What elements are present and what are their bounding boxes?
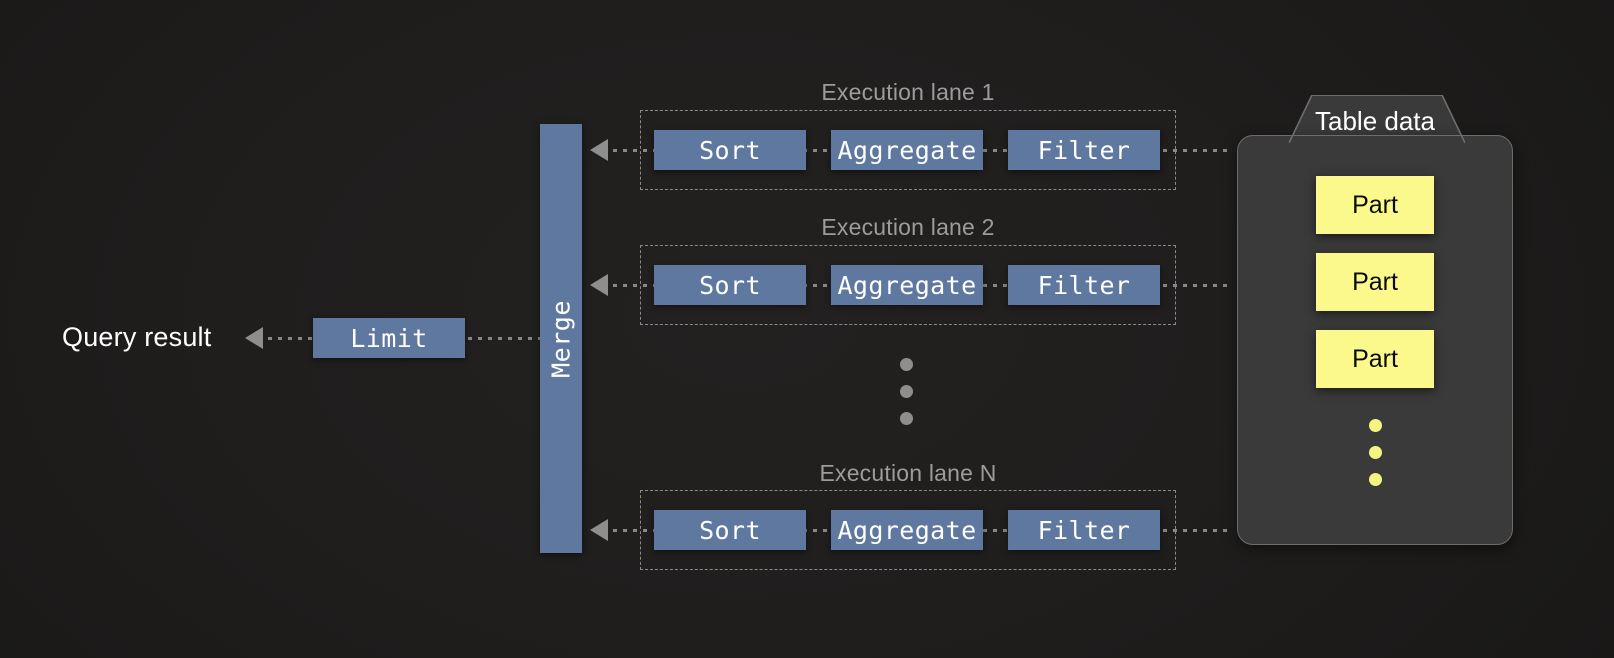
ellipsis-dot [900,385,913,398]
vertical-ellipsis-icon-parts [1369,419,1382,500]
operator-label: Aggregate [837,515,977,545]
operator-aggregate-lane-2[interactable]: Aggregate [831,265,983,305]
ellipsis-dot [900,358,913,371]
merge-bar[interactable]: Merge [540,124,582,553]
part-label: Part [1352,267,1398,296]
operator-label: Sort [699,515,761,545]
part-box-1[interactable]: Part [1316,176,1434,234]
lane-boundary-2 [640,245,1176,325]
lane-title-n: Execution lane N [819,460,997,486]
operator-label: Filter [1037,135,1131,165]
operator-filter-lane-2[interactable]: Filter [1008,265,1160,305]
arrow-left-icon-lane-n [590,519,608,541]
part-label: Part [1352,344,1398,373]
operator-filter-lane-n[interactable]: Filter [1008,510,1160,550]
part-box-2[interactable]: Part [1316,253,1434,311]
arrow-left-icon-lane-2 [590,274,608,296]
lane-boundary-n [640,490,1176,570]
operator-label: Sort [699,270,761,300]
lane-title-2: Execution lane 2 [821,214,995,240]
operator-sort-lane-n[interactable]: Sort [654,510,806,550]
operator-sort-lane-2[interactable]: Sort [654,265,806,305]
arrow-left-icon-lane-1 [590,139,608,161]
arrow-left-icon-query-result [245,327,263,349]
ellipsis-dot [1369,473,1382,486]
ellipsis-dot [1369,446,1382,459]
part-label: Part [1352,190,1398,219]
operator-limit-label: Limit [350,323,428,353]
merge-label: Merge [546,299,576,378]
table-data-title: Table data [1315,106,1435,136]
operator-label: Filter [1037,515,1131,545]
operator-sort-lane-1[interactable]: Sort [654,130,806,170]
part-box-3[interactable]: Part [1316,330,1434,388]
ellipsis-dot [1369,419,1382,432]
operator-aggregate-lane-1[interactable]: Aggregate [831,130,983,170]
operator-label: Filter [1037,270,1131,300]
lane-title-1: Execution lane 1 [821,79,995,105]
query-result-label: Query result [62,322,212,352]
operator-filter-lane-1[interactable]: Filter [1008,130,1160,170]
operator-limit[interactable]: Limit [313,318,465,358]
operator-label: Aggregate [837,270,977,300]
operator-label: Aggregate [837,135,977,165]
operator-label: Sort [699,135,761,165]
lane-boundary-1 [640,110,1176,190]
operator-aggregate-lane-n[interactable]: Aggregate [831,510,983,550]
ellipsis-dot [900,412,913,425]
vertical-ellipsis-icon-lanes [900,358,913,439]
